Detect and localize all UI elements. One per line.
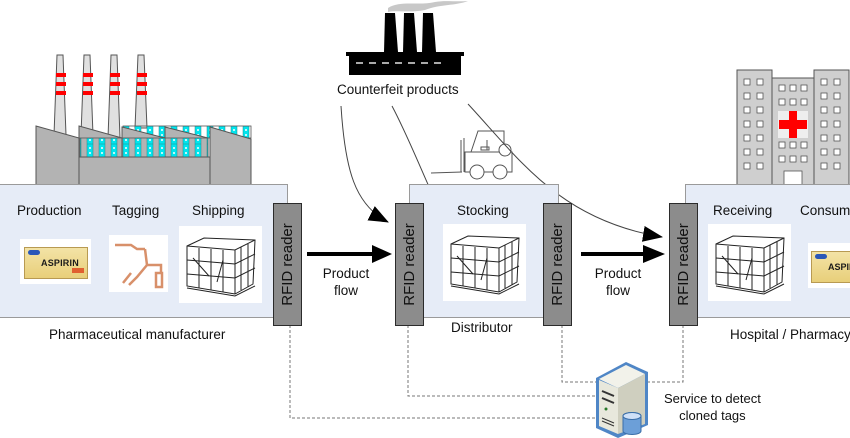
rfid-tag-image <box>109 235 168 292</box>
forklift-icon <box>430 130 513 180</box>
distributor-rfid-reader-in: RFID reader <box>395 203 424 326</box>
hospital-icon <box>736 69 850 186</box>
pallet-image-shipping <box>179 226 262 303</box>
pallet-image-receiving <box>708 224 791 301</box>
server-icon <box>596 362 648 438</box>
manufacturer-caption: Pharmaceutical manufacturer <box>49 327 226 342</box>
step-shipping: Shipping <box>192 203 245 218</box>
manufacturer-rfid-reader: RFID reader <box>273 203 302 326</box>
product-flow-label-2: Product flow <box>594 266 642 298</box>
aspirin-brand-text: ASPIRIN <box>41 258 79 268</box>
hospital-rfid-reader: RFID reader <box>669 203 698 326</box>
counterfeit-caption: Counterfeit products <box>337 82 459 97</box>
step-receiving: Receiving <box>713 203 773 218</box>
aspirin-brand-text: ASPIRIN <box>828 262 850 272</box>
step-stocking: Stocking <box>457 203 509 218</box>
product-flow-label-1: Product flow <box>322 266 370 298</box>
step-tagging: Tagging <box>112 203 160 218</box>
distributor-rfid-reader-out: RFID reader <box>543 203 572 326</box>
distributor-caption: Distributor <box>451 320 513 335</box>
hospital-caption: Hospital / Pharmacy <box>730 327 850 342</box>
manufacturer-factory-icon <box>35 54 252 186</box>
reader-service-links <box>289 305 684 419</box>
service-caption: Service to detect cloned tags <box>664 391 761 423</box>
aspirin-box-image-consumption: ASPIRIN <box>808 243 850 288</box>
counterfeit-arrow-to-distributor-reader <box>340 105 389 223</box>
step-consumption: Consumption <box>800 203 850 218</box>
aspirin-box-image: ASPIRIN <box>20 239 91 284</box>
step-production: Production <box>17 203 82 218</box>
counterfeit-factory-icon <box>346 1 468 75</box>
pallet-image-stocking <box>443 224 526 301</box>
